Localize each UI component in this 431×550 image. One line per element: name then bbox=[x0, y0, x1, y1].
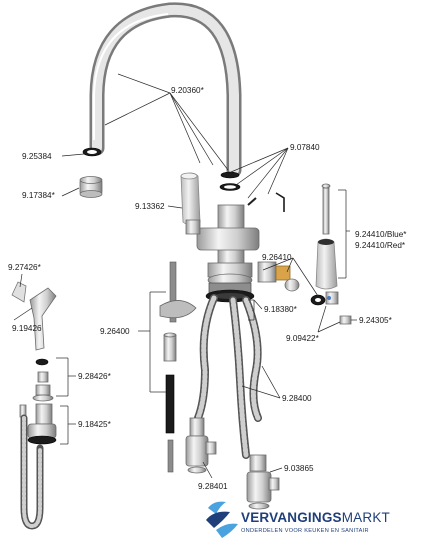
aerator-seal bbox=[82, 147, 102, 157]
label-spray-head: 9.19426 bbox=[12, 324, 42, 333]
valve-left bbox=[185, 417, 217, 474]
mounting-rod bbox=[159, 261, 197, 473]
label-handle-red: 9.24410/Red* bbox=[355, 241, 406, 250]
label-spray-coupling: 9.18425* bbox=[78, 420, 112, 429]
label-hoses: 9.28400 bbox=[282, 394, 312, 403]
left-handle bbox=[180, 172, 201, 235]
leader-lines bbox=[13, 73, 357, 479]
label-cartridge-nut: 9.09422* bbox=[286, 334, 320, 343]
side-spray bbox=[11, 281, 57, 530]
valve-right bbox=[246, 454, 280, 510]
svg-text:VERVANGINGSMARKT: VERVANGINGSMARKT bbox=[241, 510, 390, 525]
label-base-ring: 9.18380* bbox=[264, 305, 298, 314]
label-spray-nut: 9.28426* bbox=[78, 372, 112, 381]
label-valve-right: 9.03865 bbox=[284, 464, 314, 473]
part-labels: 9.20360* 9.25384 9.17384* 9.07840 9.1336… bbox=[8, 86, 407, 491]
label-aerator-seal: 9.25384 bbox=[22, 152, 52, 161]
label-spout: 9.20360* bbox=[171, 86, 205, 95]
label-mounting-kit: 9.26400 bbox=[100, 327, 130, 336]
label-spray-clip: 9.27426* bbox=[8, 263, 42, 272]
faucet-body bbox=[196, 204, 260, 303]
brand-tagline: ONDERDELEN VOOR KEUKEN EN SANITAIR bbox=[241, 528, 369, 534]
aerator bbox=[79, 176, 103, 198]
label-cartridge: 9.24305* bbox=[359, 316, 393, 325]
brand-name-bold: VERVANGINGS bbox=[241, 510, 342, 525]
brand-name-light: MARKT bbox=[342, 510, 390, 525]
label-aerator: 9.17384* bbox=[22, 191, 56, 200]
label-top-ring: 9.07840 bbox=[290, 143, 320, 152]
right-handle bbox=[315, 183, 338, 290]
spout bbox=[89, 2, 242, 178]
right-cartridge-assembly bbox=[257, 261, 352, 325]
brand-logo: VERVANGINGSMARKT ONDERDELEN VOOR KEUKEN … bbox=[206, 501, 390, 538]
label-handle-blue: 9.24410/Blue* bbox=[355, 230, 407, 239]
brand-mark-icon bbox=[206, 501, 238, 538]
braided-hoses bbox=[194, 294, 262, 459]
label-valve-left: 9.28401 bbox=[198, 482, 228, 491]
spout-o-rings bbox=[219, 171, 285, 212]
label-handle-right-kit: 9.26410 bbox=[262, 253, 292, 262]
label-handle-left: 9.13362 bbox=[135, 202, 165, 211]
